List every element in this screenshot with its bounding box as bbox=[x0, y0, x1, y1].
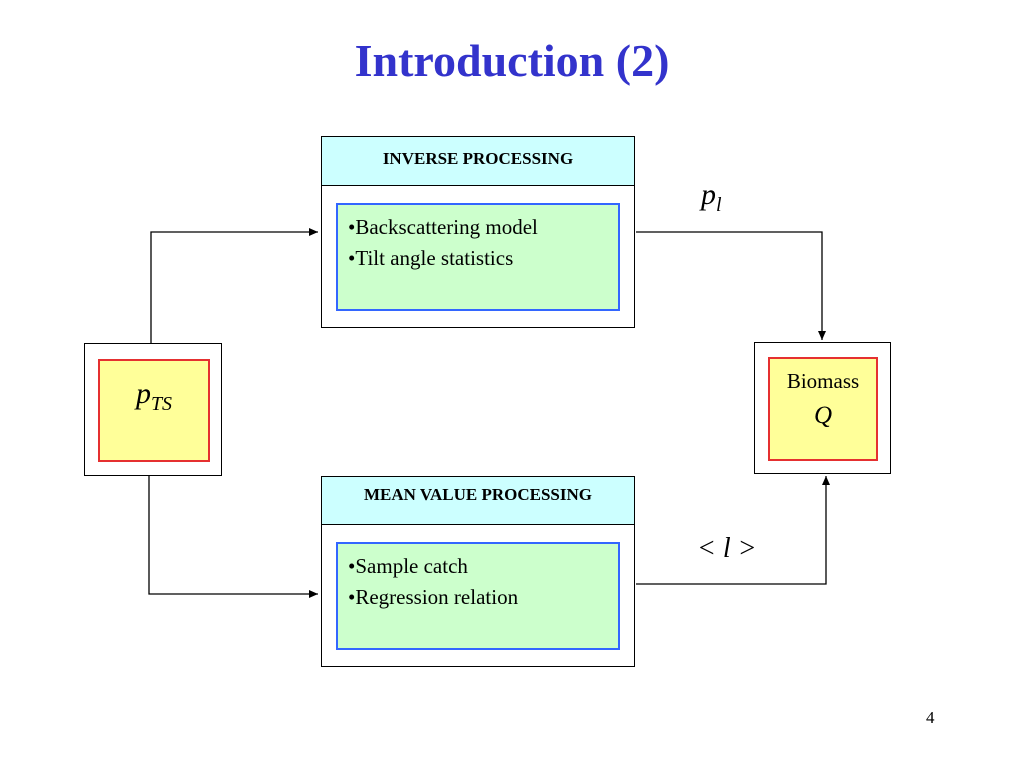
biomass-symbol: Q bbox=[813, 402, 833, 429]
slide-title: Introduction (2) bbox=[354, 35, 670, 86]
biomass-inner: Biomass Q bbox=[768, 357, 878, 461]
biomass-label: Biomass bbox=[786, 369, 860, 393]
pts-inner: pTS bbox=[98, 359, 210, 462]
mean-value-processing-items: Sample catch Regression relation bbox=[336, 542, 620, 650]
pl-label: pl bbox=[701, 178, 722, 216]
inverse-processing-items: Backscattering model Tilt angle statisti… bbox=[336, 203, 620, 311]
mean-l-label: < l > bbox=[697, 533, 757, 564]
arrow-pts-to-mean bbox=[148, 476, 318, 598]
pts-label: pTS bbox=[135, 377, 173, 415]
biomass-node: Biomass Q bbox=[754, 342, 891, 474]
list-item: Backscattering model bbox=[348, 212, 618, 243]
page-number: 4 bbox=[926, 708, 935, 727]
inverse-processing-box: INVERSE PROCESSING Backscattering model … bbox=[321, 136, 635, 328]
list-item: Regression relation bbox=[348, 582, 618, 613]
arrow-mean-to-biomass bbox=[636, 476, 830, 585]
list-item: Tilt angle statistics bbox=[348, 243, 618, 274]
mean-value-processing-header: MEAN VALUE PROCESSING bbox=[322, 477, 634, 525]
inverse-processing-header: INVERSE PROCESSING bbox=[322, 137, 634, 186]
pts-node: pTS bbox=[84, 343, 222, 476]
list-item: Sample catch bbox=[348, 551, 618, 582]
arrow-inverse-to-biomass bbox=[636, 231, 826, 340]
arrow-pts-to-inverse bbox=[150, 228, 318, 343]
mean-value-processing-box: MEAN VALUE PROCESSING Sample catch Regre… bbox=[321, 476, 635, 667]
